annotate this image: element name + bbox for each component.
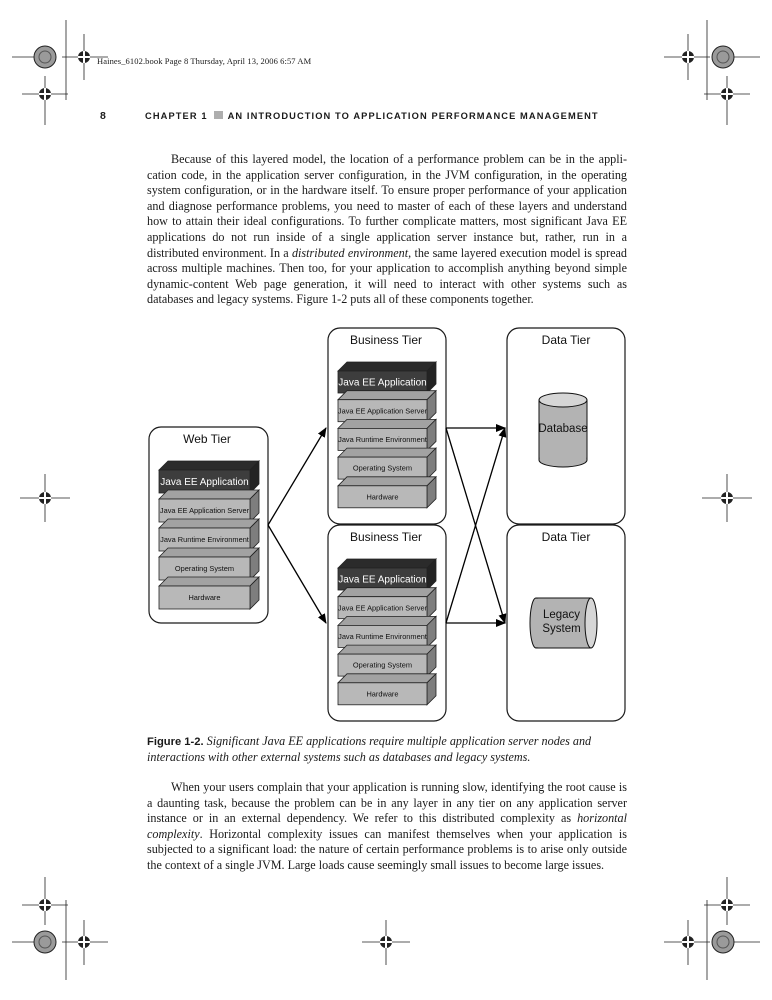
business-2-to-database-arrow <box>445 427 507 624</box>
layer-hardware-label: Hardware <box>188 593 220 602</box>
layer-operating-system-label: Operating System <box>175 564 234 573</box>
paragraph-1-emphasis: distributed environment <box>291 245 409 260</box>
layer-operating-system-top <box>337 447 437 458</box>
web-to-business-2-arrow <box>267 524 327 624</box>
figure-label: Figure 1-2. <box>147 736 204 748</box>
chapter-heading: CHAPTER 1 AN INTRODUCTION TO APPLICATION … <box>145 111 599 121</box>
figure-caption-text: Significant Java EE applications require… <box>147 734 592 765</box>
separator-square-icon <box>213 111 223 119</box>
database-bottom-cover <box>539 452 587 460</box>
legacy-body <box>536 598 591 648</box>
layer-java-ee-application-top <box>158 460 260 471</box>
layer-java-ee-application-label: Java EE Application <box>338 378 426 389</box>
layer-hardware-face <box>337 485 428 509</box>
paragraph-1-text-a: Because of this layered model, the locat… <box>147 152 627 260</box>
figure-caption: Figure 1-2. Significant Java EE applicat… <box>147 734 627 766</box>
legacy-left-cover <box>536 598 544 648</box>
database-body <box>539 400 587 460</box>
layer-java-ee-application-label: Java EE Application <box>338 575 426 586</box>
legacy-label: Legacy <box>543 609 580 621</box>
database-label: Database <box>538 423 587 435</box>
layer-hardware-label: Hardware <box>366 492 398 501</box>
layer-java-ee-application-server-top <box>158 489 260 500</box>
legacy-label: System <box>542 623 580 635</box>
layer-java-runtime-environment-top <box>337 418 437 429</box>
chapter-label: CHAPTER 1 <box>145 111 208 121</box>
web-to-business-1-arrow <box>267 427 327 526</box>
layer-java-ee-application-server-top <box>337 587 437 598</box>
layer-java-runtime-environment-top <box>158 518 260 529</box>
paragraph-2-emphasis: horizontal complexity <box>147 811 627 841</box>
layer-java-ee-application-server-top <box>337 390 437 401</box>
layer-java-runtime-environment-label: Java Runtime Environment <box>160 535 249 544</box>
layer-hardware-face <box>158 585 251 610</box>
data-tier-title-1: Data Tier <box>542 333 591 347</box>
layer-java-ee-application-server-label: Java EE Application Server <box>338 603 428 612</box>
layer-java-ee-application-server-label: Java EE Application Server <box>338 406 428 415</box>
layer-operating-system-top <box>158 547 260 558</box>
database-top <box>538 392 588 408</box>
data-tier-title-2: Data Tier <box>542 530 591 544</box>
database-cylinder: Database <box>538 392 588 468</box>
web-tier-title: Web Tier <box>183 432 231 446</box>
layer-java-runtime-environment-label: Java Runtime Environment <box>338 435 427 444</box>
layer-operating-system-top <box>337 644 437 655</box>
paragraph-1-text-b: , the same layered execution model is sp… <box>147 245 627 307</box>
layer-java-runtime-environment-label: Java Runtime Environment <box>338 632 427 641</box>
body-paragraph-1: Because of this layered model, the locat… <box>147 152 627 308</box>
layer-java-runtime-environment-top <box>337 616 437 626</box>
running-head: 8 CHAPTER 1 AN INTRODUCTION TO APPLICATIO… <box>100 110 660 124</box>
book-slug-line: Haines_6102.book Page 8 Thursday, April … <box>97 56 312 66</box>
paragraph-2-text-b: . Horizontal complexity issues can manif… <box>147 826 627 872</box>
layer-hardware-top <box>158 576 260 587</box>
layer-java-ee-application-label: Java EE Application <box>160 477 248 488</box>
layer-operating-system-label: Operating System <box>353 464 412 473</box>
layer-hardware-face <box>337 682 428 706</box>
business-tier-title-1: Business Tier <box>350 333 422 347</box>
body-paragraph-2: When your users complain that your appli… <box>147 780 627 874</box>
paragraph-2-text-a: When your users complain that your appli… <box>147 780 627 826</box>
layer-hardware-label: Hardware <box>366 689 398 698</box>
layer-java-ee-application-server-label: Java EE Application Server <box>160 506 250 515</box>
layer-hardware-top <box>337 673 437 684</box>
chapter-title: AN INTRODUCTION TO APPLICATION PERFORMAN… <box>227 111 599 121</box>
legacy-right-cap <box>584 597 598 649</box>
layer-hardware-top <box>337 476 437 487</box>
business-tier-title-2: Business Tier <box>350 530 422 544</box>
layer-java-ee-application-top <box>337 361 437 372</box>
page-number: 8 <box>100 110 106 122</box>
layer-java-ee-application-top <box>337 558 437 569</box>
layer-operating-system-label: Operating System <box>353 661 412 670</box>
